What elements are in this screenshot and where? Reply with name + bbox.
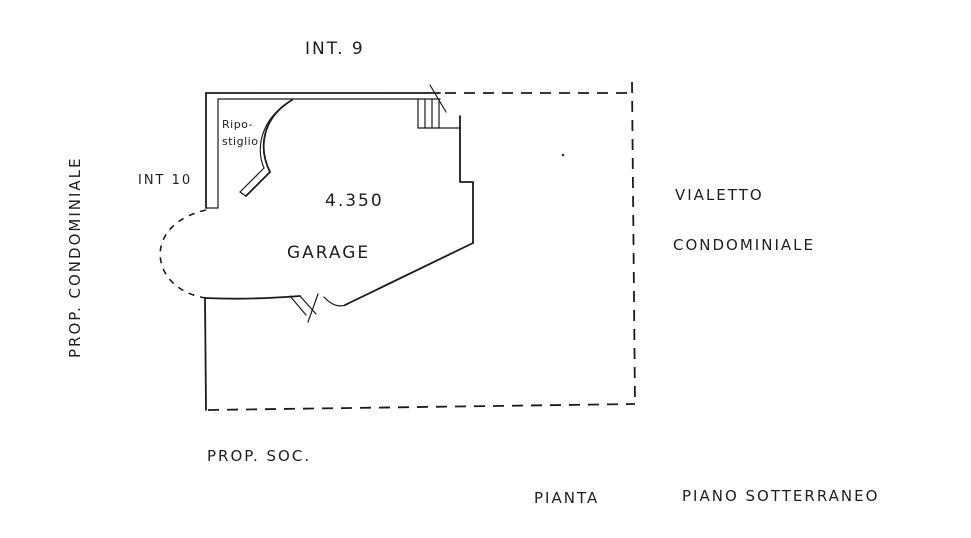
right-label-line2: CONDOMINIALE	[673, 236, 815, 254]
door-swing-arc	[323, 296, 349, 307]
right-label-line1: VIALETTO	[675, 186, 764, 204]
courtyard-bottom-edge	[207, 403, 636, 411]
partition-curve-inner	[259, 103, 287, 169]
partition-door-end	[239, 191, 247, 197]
room-height-label: 4.350	[325, 191, 384, 211]
door-jamb-left	[289, 295, 307, 316]
bottom-wall-left	[204, 295, 301, 300]
room-name-label: GARAGE	[287, 243, 370, 263]
partition-door-outer	[245, 171, 271, 197]
bottom-property-label: PROP. SOC.	[207, 447, 311, 465]
door-jamb-mid	[299, 295, 317, 315]
garage-door-symbol	[289, 293, 349, 323]
partition-door-inner	[239, 167, 265, 193]
courtyard-right-edge	[631, 81, 636, 406]
storage-partition	[239, 99, 293, 197]
storage-label-line1: Ripo-	[222, 118, 253, 131]
left-property-label: PROP. CONDOMINIALE	[66, 157, 84, 358]
garage-walls	[204, 84, 474, 411]
plan-level: PIANO SOTTERRANEO	[682, 487, 879, 505]
storage-label-line2: stiglio	[222, 135, 258, 148]
right-wall	[459, 115, 474, 244]
lower-left-wall	[204, 297, 207, 411]
unit-number-top: INT. 9	[305, 39, 365, 59]
door-leaf	[307, 293, 319, 323]
curved-bay-outline	[159, 209, 207, 299]
stair-diagonal	[429, 84, 447, 113]
courtyard-dot	[561, 153, 565, 157]
unit-number-left: INT 10	[138, 173, 192, 188]
plan-caption: PIANTA	[534, 489, 599, 507]
courtyard-boundary	[207, 81, 636, 411]
diagonal-wall	[344, 242, 474, 306]
